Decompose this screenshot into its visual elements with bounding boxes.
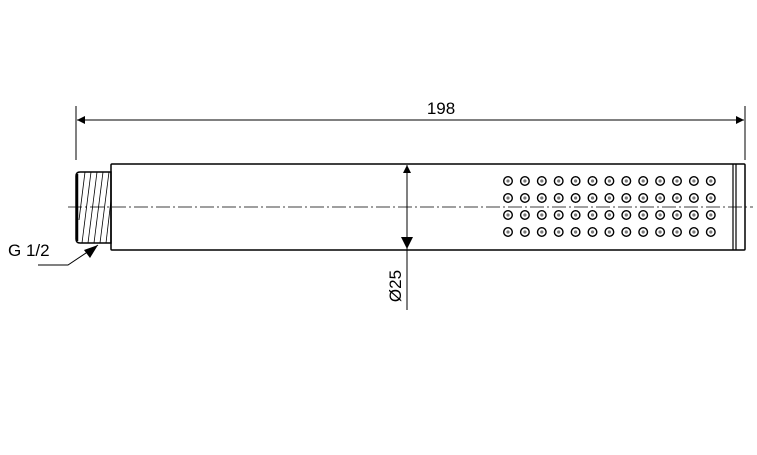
nozzle-center: [658, 213, 662, 217]
nozzle-center: [557, 196, 561, 200]
nozzle-center: [574, 230, 578, 234]
nozzle-center: [658, 196, 662, 200]
nozzle-center: [523, 213, 527, 217]
nozzle-center: [557, 179, 561, 183]
diameter-label: Ø25: [386, 270, 405, 302]
nozzle-center: [540, 196, 544, 200]
nozzle-center: [709, 213, 713, 217]
nozzle-center: [574, 179, 578, 183]
nozzle-center: [692, 230, 696, 234]
nozzle-center: [540, 179, 544, 183]
nozzle-center: [624, 196, 628, 200]
nozzle-center: [540, 230, 544, 234]
thread-label: G 1/2: [8, 241, 50, 260]
nozzle-center: [557, 213, 561, 217]
nozzle-center: [523, 179, 527, 183]
nozzle-center: [624, 179, 628, 183]
nozzle-center: [607, 213, 612, 217]
nozzle-center: [590, 230, 595, 234]
nozzle-center: [675, 196, 679, 200]
length-label: 198: [427, 99, 455, 118]
nozzle-center: [607, 230, 612, 234]
nozzle-center: [692, 179, 696, 183]
nozzle-center: [574, 196, 578, 200]
nozzle-center: [641, 196, 645, 200]
nozzle-center: [675, 179, 679, 183]
nozzle-center: [523, 230, 527, 234]
nozzle-center: [557, 230, 561, 234]
thread-callout: G 1/2: [8, 241, 99, 266]
nozzle-center: [692, 196, 696, 200]
nozzle-center: [540, 213, 544, 217]
nozzle-center: [624, 213, 628, 217]
thread-connector: [75, 171, 112, 244]
nozzle-grid: [503, 175, 716, 237]
nozzle-center: [506, 196, 510, 200]
nozzle-center: [506, 213, 510, 217]
nozzle-center: [607, 179, 612, 183]
nozzle-center: [658, 230, 662, 234]
nozzle-center: [590, 196, 595, 200]
nozzle-center: [506, 179, 510, 183]
nozzle-center: [658, 179, 662, 183]
nozzle-center: [641, 230, 645, 234]
nozzle-center: [641, 179, 645, 183]
nozzle-center: [709, 179, 713, 183]
nozzle-center: [692, 213, 696, 217]
nozzle-center: [506, 230, 510, 234]
nozzle-center: [641, 213, 645, 217]
nozzle-center: [624, 230, 628, 234]
length-dimension: 198: [75, 99, 746, 160]
nozzle-center: [709, 196, 713, 200]
nozzle-center: [675, 213, 679, 217]
nozzle-center: [523, 196, 527, 200]
nozzle-center: [590, 179, 595, 183]
nozzle-center: [607, 196, 612, 200]
diameter-dimension: Ø25: [386, 165, 413, 310]
nozzle-center: [574, 213, 578, 217]
nozzle-center: [675, 230, 679, 234]
nozzle-center: [590, 213, 595, 217]
nozzle-center: [709, 230, 713, 234]
